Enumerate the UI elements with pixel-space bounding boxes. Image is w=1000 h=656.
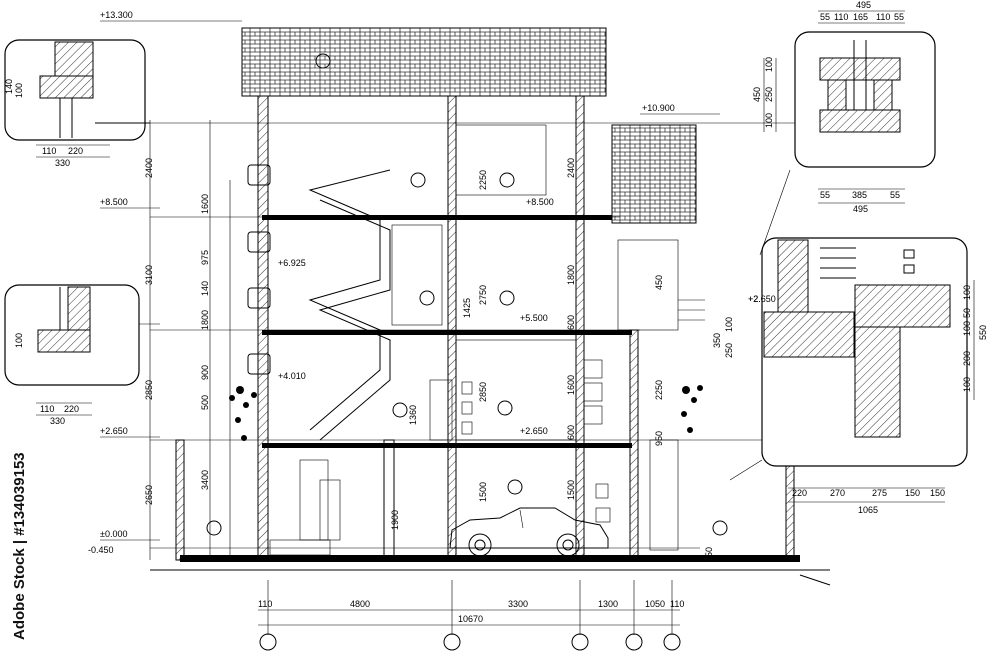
dim-label: 100 (962, 321, 972, 336)
side-roof (611, 124, 697, 224)
level-label: -0.450 (88, 545, 114, 555)
dim-label: 450 (704, 547, 714, 562)
level-label: +8.500 (526, 197, 554, 207)
dim-label: 330 (50, 416, 65, 426)
detail-level-label: +2.650 (748, 294, 776, 304)
dim-label: 100 (14, 333, 24, 348)
level-label: +2.650 (100, 426, 128, 436)
dim-label: 200 (962, 351, 972, 366)
dim-label: 550 (978, 325, 988, 340)
dim-total-label: 10670 (458, 614, 483, 624)
dim-label: 110 (258, 599, 272, 609)
dim-label: 2650 (144, 485, 154, 505)
dim-label: 250 (764, 87, 774, 102)
dim-label: 220 (64, 404, 79, 414)
watermark-text: Adobe Stock | #134039153 (11, 452, 28, 640)
dim-label: 3100 (144, 265, 154, 285)
dim-label: 165 (853, 12, 868, 22)
main-roof (241, 27, 607, 97)
level-label: +6.925 (278, 258, 306, 268)
detail-mid-left: 100 110 220 330 (4, 284, 140, 426)
dim-label: 100 (764, 113, 774, 128)
level-label: +13.300 (100, 10, 133, 20)
dim-label: 975 (200, 250, 210, 265)
car (449, 507, 609, 557)
dim-label: 495 (853, 204, 868, 214)
dim-label: 150 (930, 488, 945, 498)
dim-label: 140 (200, 281, 210, 296)
dim-label: 2250 (654, 380, 664, 400)
dim-label: 55 (820, 12, 830, 22)
dim-label: 900 (200, 365, 210, 380)
dim-label: 270 (830, 488, 845, 498)
level-label: +10.900 (642, 103, 675, 113)
dim-label: 1800 (200, 310, 210, 330)
dim-label: 3300 (508, 599, 528, 609)
dim-label: 100 (14, 83, 24, 98)
level-label: +8.500 (100, 197, 128, 207)
dim-total-label: 1065 (858, 505, 878, 515)
dim-label: 110 (40, 404, 54, 414)
dim-label: 1900 (390, 510, 400, 530)
dim-label: 1800 (566, 265, 576, 285)
dim-label: 250 (724, 343, 734, 358)
dim-label: 110 (670, 599, 684, 609)
dim-label: 110 (876, 12, 890, 22)
dim-label: 55 (820, 190, 830, 200)
dim-label: 2750 (478, 285, 488, 305)
dim-label: 950 (654, 431, 664, 446)
dim-label: 450 (752, 87, 762, 102)
dim-label: 100 (764, 57, 774, 72)
level-label: ±0.000 (100, 529, 127, 539)
dim-label: 220 (792, 488, 807, 498)
level-label: +2.650 (520, 426, 548, 436)
detail-top-left: 140 100 110 220 330 (4, 39, 150, 168)
dim-label: 330 (55, 158, 70, 168)
dim-label: 55 (894, 12, 904, 22)
vertical-dimensions: 2400 1600 975 140 1800 3100 900 2850 500… (144, 158, 714, 562)
dim-label: 100 (962, 377, 972, 392)
dim-label: 1425 (462, 298, 472, 318)
dim-label: 1600 (200, 194, 210, 214)
dim-label: 140 (4, 79, 14, 94)
dim-label: 110 (834, 12, 848, 22)
dim-label: 4800 (350, 599, 370, 609)
dim-label: 500 (200, 395, 210, 410)
detail-top-right: 495 55 110 165 110 55 100 250 100 450 55… (752, 0, 936, 256)
dim-label: 2850 (478, 382, 488, 402)
dim-label: 350 (712, 333, 722, 348)
dim-label: 2400 (144, 158, 154, 178)
dim-label: 600 (566, 315, 576, 330)
dim-label: 150 (905, 488, 920, 498)
dim-label: 2850 (144, 380, 154, 400)
dim-label: 2400 (566, 158, 576, 178)
dim-label: 1500 (566, 480, 576, 500)
dim-label: 495 (856, 0, 871, 10)
dim-label: 55 (890, 190, 900, 200)
dim-label: 385 (852, 190, 867, 200)
left-dimension-chain (149, 120, 231, 560)
dim-label: 220 (68, 146, 83, 156)
detail-right: +2.650 100 250 350 100 50 100 200 100 55… (712, 237, 988, 515)
dim-label: 600 (566, 425, 576, 440)
dim-label: 1500 (478, 482, 488, 502)
dim-label: 1600 (566, 375, 576, 395)
dim-label: 100 (724, 317, 734, 332)
dim-label: 100 (962, 285, 972, 300)
dim-label: 450 (654, 275, 664, 290)
level-label: +4.010 (278, 371, 306, 381)
bottom-dimension-chain: 110 4800 3300 1300 1050 110 10670 (258, 580, 684, 651)
dim-label: 2250 (478, 170, 488, 190)
dim-label: 3400 (200, 470, 210, 490)
dim-label: 50 (962, 308, 972, 318)
level-label: +5.500 (520, 313, 548, 323)
dim-label: 1300 (598, 599, 618, 609)
building-section (150, 27, 831, 586)
dim-label: 275 (872, 488, 887, 498)
plants (229, 385, 703, 441)
dim-label: 110 (42, 146, 56, 156)
dim-label: 1360 (408, 405, 418, 425)
dim-label: 1050 (645, 599, 665, 609)
